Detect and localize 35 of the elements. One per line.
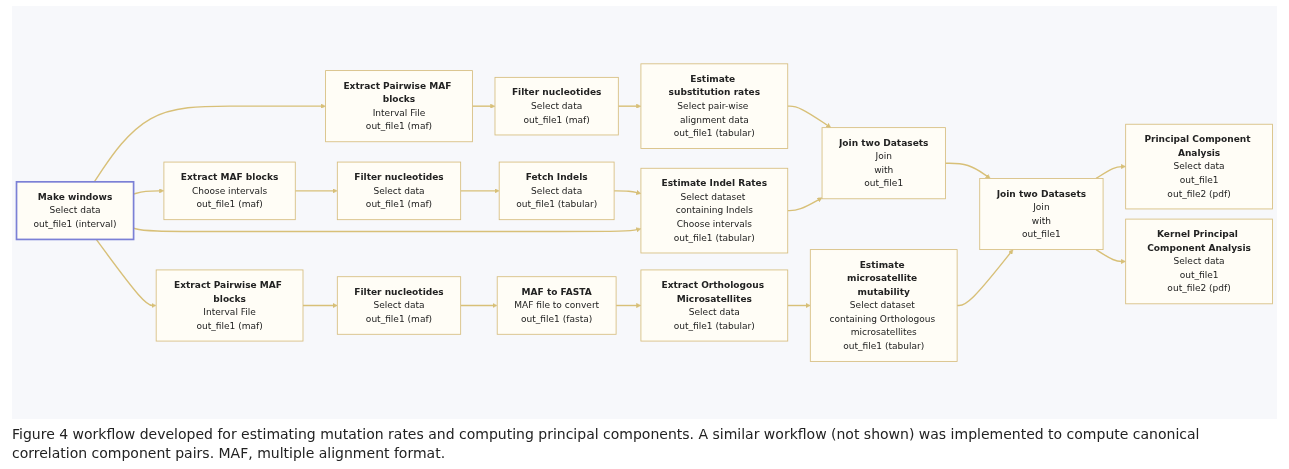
- arrow: [617, 103, 642, 109]
- arrow: [95, 238, 157, 308]
- arrow: [787, 303, 811, 308]
- node-box: Extract Pairwise MAF blocks Interval File out_file1 (maf): [325, 70, 473, 143]
- arrow: [944, 162, 991, 179]
- node-box: Extract Orthologous Microsatellites Select data out_file1 (tabular): [640, 269, 789, 342]
- arrow: [956, 249, 1014, 307]
- arrow: [1095, 248, 1126, 264]
- arrow: [615, 303, 642, 308]
- arrow: [459, 303, 498, 308]
- arrow: [294, 188, 338, 194]
- node-box: Make windows Select data out_file1 (interval): [15, 181, 135, 241]
- node-box: Estimate substitution rates Select pair-wise alignment data out_file1 (tabular): [640, 63, 789, 149]
- node-box: Fetch Indels Select data out_file1 (tabular): [498, 161, 615, 221]
- node-box: Filter nucleotides Select data out_file1 (maf): [494, 76, 619, 136]
- node-box: Estimate Indel Rates Select dataset containing Indels Choose intervals out_file1 (tabular): [640, 167, 789, 254]
- arrow: [459, 188, 500, 194]
- node-box: Estimate microsatellite mutability Select dataset containing Orthologous microsatellites out_file1 (tabular): [809, 249, 958, 362]
- arrow: [1095, 164, 1126, 180]
- node-box: Filter nucleotides Select data out_file1 (maf): [336, 276, 462, 335]
- arrow: [93, 103, 326, 183]
- node-box: Join two Datasets Join with out_file1: [979, 178, 1104, 251]
- arrow: [471, 103, 496, 109]
- arrow: [787, 197, 823, 212]
- node-box: Principal Component Analysis Select data out_file1 out_file2 (pdf): [1125, 123, 1273, 210]
- node-box: Kernel Principal Component Analysis Select data out_file1 out_file2 (pdf): [1125, 218, 1273, 305]
- node-box: MAF to FASTA MAF file to convert out_file1 (fasta): [496, 276, 617, 335]
- node-box: Extract Pairwise MAF blocks Interval File out_file1 (maf): [155, 269, 304, 342]
- arrow: [613, 190, 642, 195]
- node-box: Join two Datasets Join with out_file1: [821, 127, 946, 200]
- node-box: Filter nucleotides Select data out_file1 (maf): [336, 161, 462, 221]
- arrow: [302, 303, 338, 308]
- figure-caption: Figure 4 workflow developed for estimating mutation rates and computing principal components. A similar workflow (not shown) was implemented to compute canonical correlation component pairs. MAF, multiple alignment format.: [12, 425, 1201, 463]
- node-box: Extract MAF blocks Choose intervals out_file1 (maf): [163, 161, 296, 221]
- arrow: [787, 105, 832, 128]
